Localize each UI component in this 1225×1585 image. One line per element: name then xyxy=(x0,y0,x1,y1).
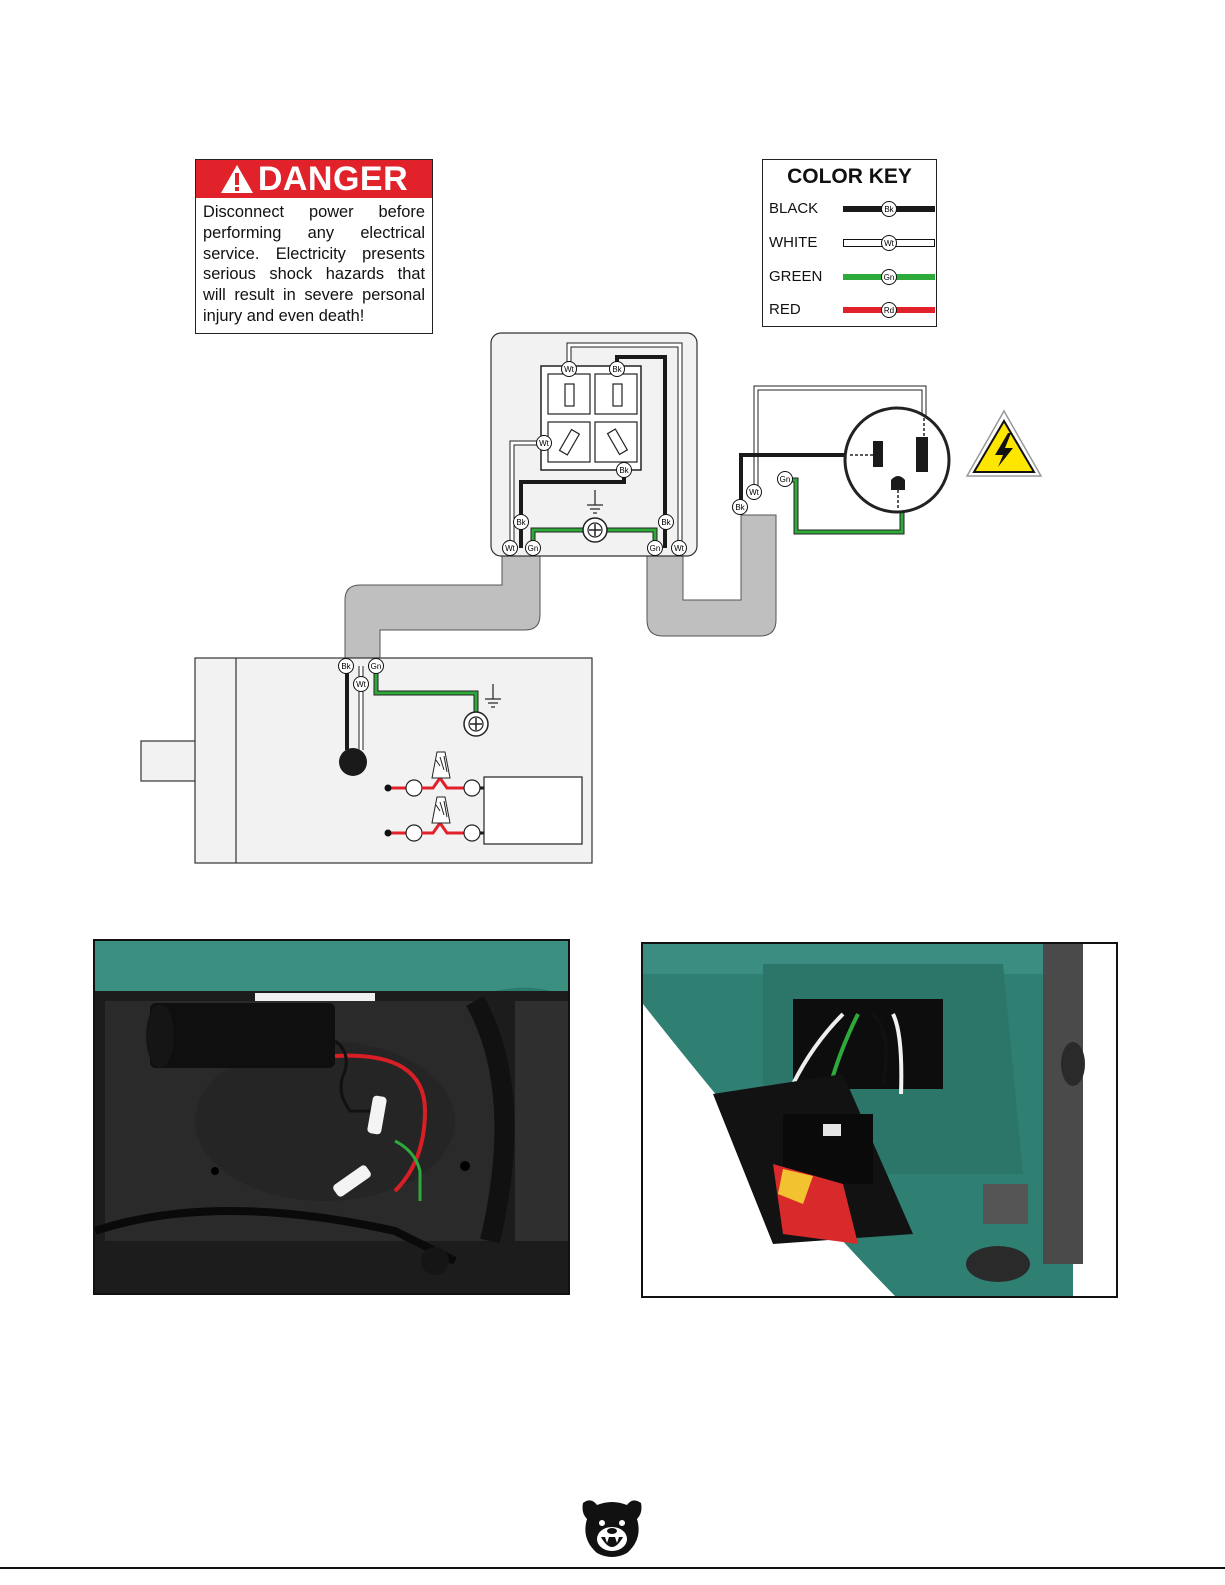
switch-wiring-illustration xyxy=(643,944,1116,1296)
high-voltage-warning-icon xyxy=(967,411,1041,476)
ground-screw-icon xyxy=(464,712,488,736)
wire-code: Gn xyxy=(371,662,382,671)
wire-code: Bk xyxy=(612,365,622,374)
capacitor-box xyxy=(484,777,582,844)
wire-code: Bk xyxy=(619,466,629,475)
wire-code: Wt xyxy=(505,544,516,553)
footer-rule xyxy=(0,1567,1225,1569)
wire-code: Wt xyxy=(674,544,685,553)
wire-code: Gn xyxy=(780,475,791,484)
wire-code: Bk xyxy=(661,518,671,527)
motor-wiring-illustration xyxy=(95,941,568,1293)
wire-code: Gn xyxy=(650,544,661,553)
wire-code: Bk xyxy=(735,503,745,512)
ground-screw-icon xyxy=(583,518,607,542)
wire-code: Gn xyxy=(528,544,539,553)
bear-head-icon xyxy=(577,1495,647,1561)
wire-code: Wt xyxy=(749,488,760,497)
wire-code: Wt xyxy=(356,680,367,689)
motor-wiring-photo xyxy=(93,939,570,1295)
wire-code: Wt xyxy=(564,365,575,374)
bear-logo xyxy=(577,1495,647,1561)
power-plug-icon xyxy=(845,408,949,512)
wire-code: Bk xyxy=(516,518,526,527)
wire-code: Bk xyxy=(341,662,351,671)
switch-wiring-photo xyxy=(641,942,1118,1298)
motor-cable xyxy=(345,556,540,660)
wire-code: Wt xyxy=(539,439,550,448)
motor-terminal xyxy=(339,748,367,776)
wiring-diagram: Wt Bk Wt Bk Bk Bk Wt Gn Gn Wt Bk Wt Gn xyxy=(0,0,1225,900)
motor-shaft xyxy=(141,741,196,781)
